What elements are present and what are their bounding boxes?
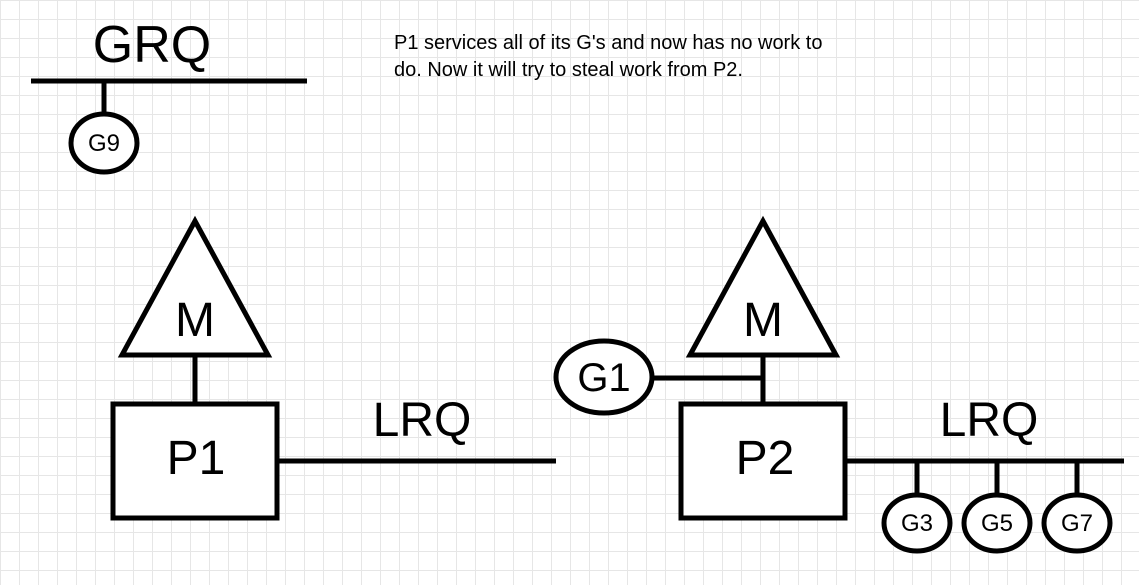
goroutine-g5-circle	[961, 492, 1033, 554]
p1-label: P1	[167, 432, 226, 485]
p2-lrq-label: LRQ	[940, 394, 1039, 447]
p2-label: P2	[736, 432, 795, 485]
goroutine-g3: G3	[881, 492, 953, 554]
goroutine-g9-label: G9	[88, 130, 120, 157]
p1-machine-label: M	[175, 294, 215, 347]
description-note: P1 services all of its G's and now has n…	[394, 32, 823, 81]
processor-p1: M P1 LRQ	[110, 215, 556, 521]
goroutine-g3-label: G3	[901, 510, 933, 537]
goroutine-g1: G1	[553, 338, 655, 416]
goroutine-g7-circle	[1041, 492, 1113, 554]
p2-box	[678, 401, 848, 521]
p1-lrq-label: LRQ	[373, 394, 472, 447]
goroutine-g3-circle	[881, 492, 953, 554]
processor-p2: M G1 P2 LRQ G3 G5 G7	[553, 215, 1124, 554]
goroutine-g5-label: G5	[981, 510, 1013, 537]
global-run-queue: GRQ G9	[31, 16, 307, 175]
p2-machine-label: M	[743, 294, 783, 347]
goroutine-g1-label: G1	[577, 356, 630, 400]
goroutine-g9-circle	[68, 111, 140, 175]
goroutine-g5: G5	[961, 492, 1033, 554]
p1-box	[110, 401, 280, 521]
grq-label: GRQ	[93, 16, 211, 74]
goroutine-g7: G7	[1041, 492, 1113, 554]
goroutine-g1-circle	[553, 338, 655, 416]
goroutine-g7-label: G7	[1061, 510, 1093, 537]
goroutine-g9: G9	[68, 111, 140, 175]
